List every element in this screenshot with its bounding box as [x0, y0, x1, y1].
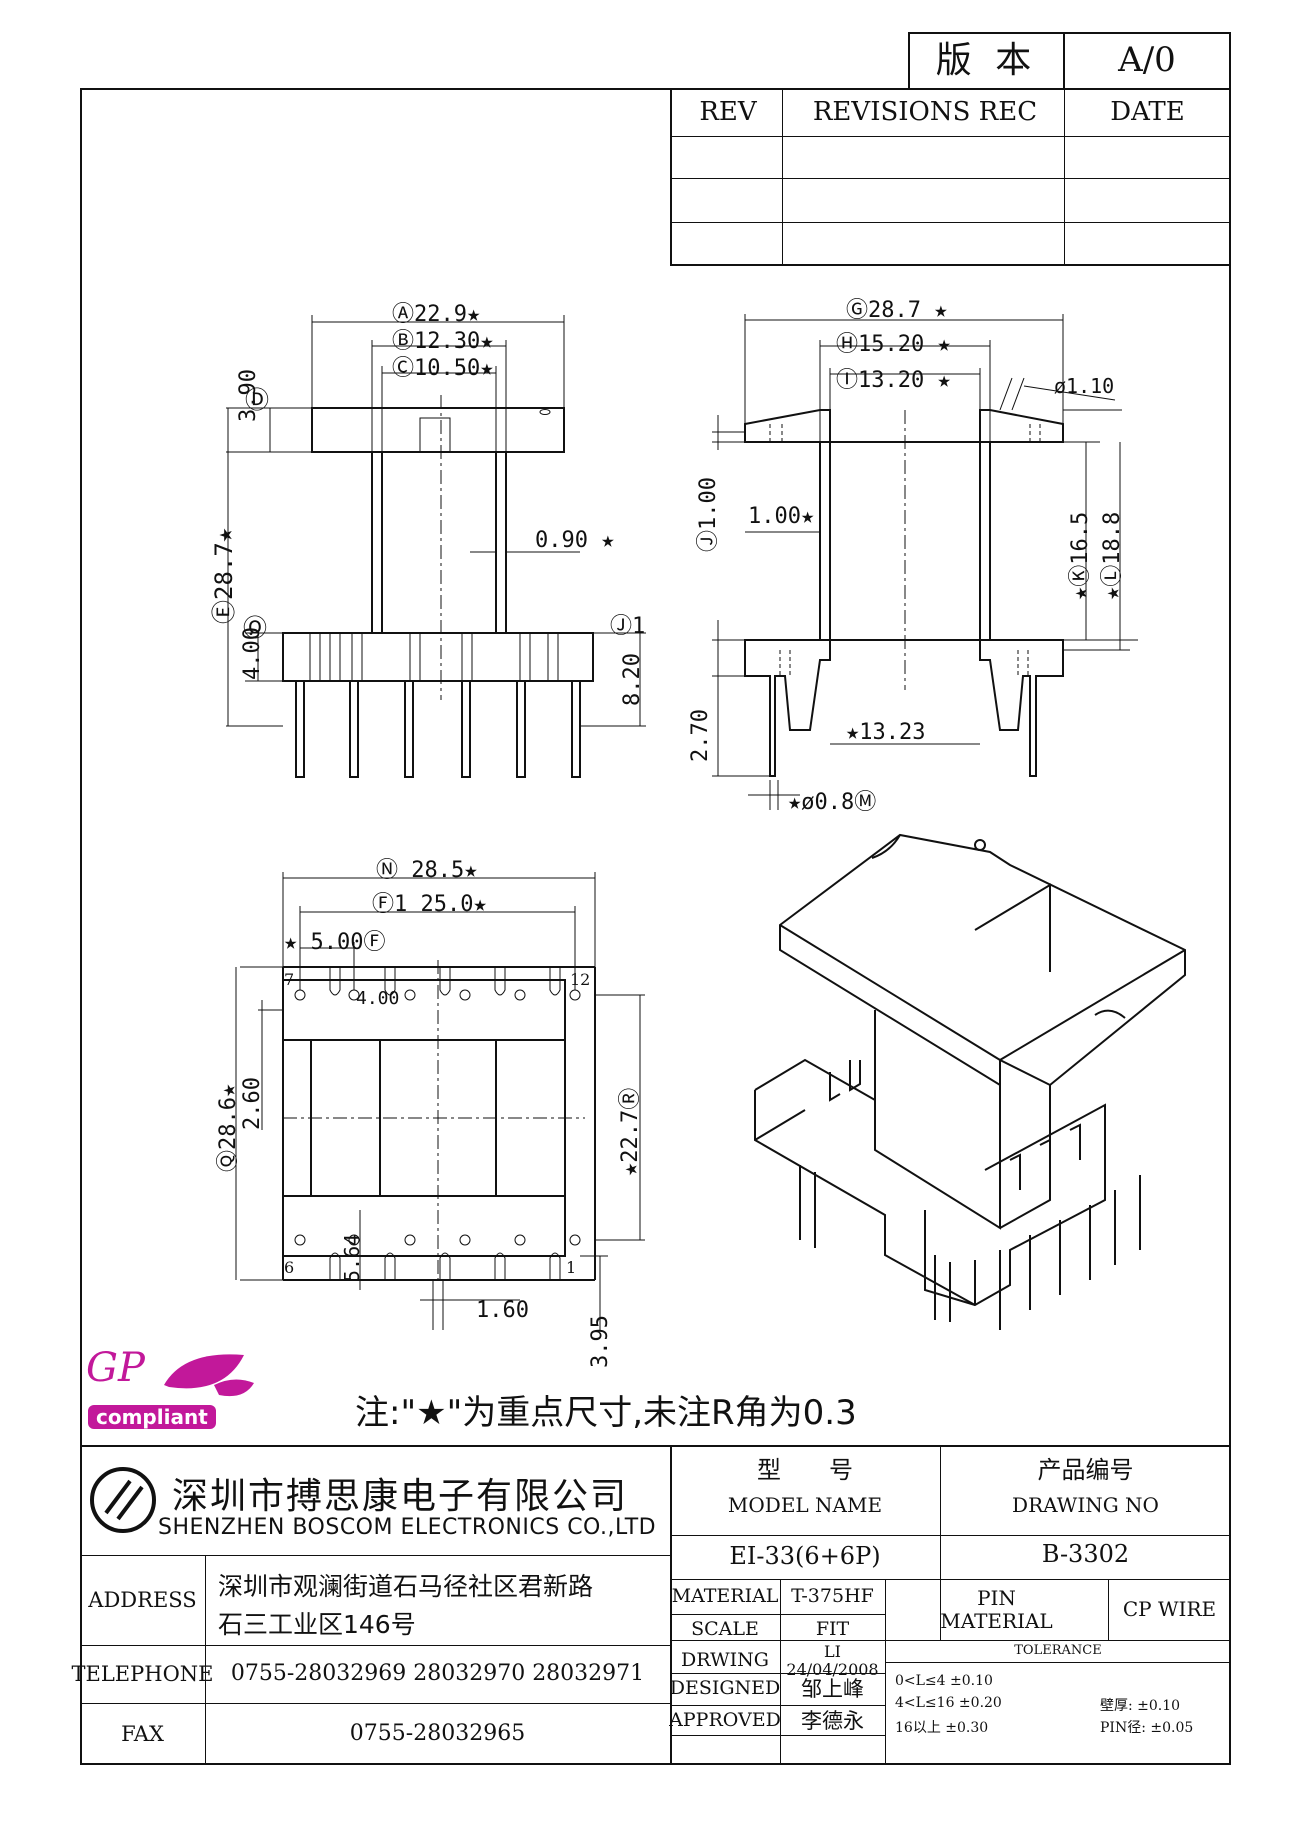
compliant-text: compliant — [88, 1405, 216, 1429]
drawing-label-en: DRAWING NO — [1012, 1492, 1159, 1517]
gp-text: GP — [86, 1345, 145, 1391]
dim-j1: 8.20 — [620, 653, 645, 706]
dim-b: Ⓑ12.30★ — [392, 329, 494, 354]
dim-564: 5.64 — [340, 1233, 364, 1282]
base-flange — [282, 632, 594, 682]
dim-260: 2.60 — [240, 1077, 265, 1130]
tol-line-3: 16以上 ±0.30 — [895, 1720, 989, 1736]
address-line2: 石三工业区146号 — [218, 1610, 416, 1639]
dim-f1: Ⓕ1 25.0★ — [372, 892, 487, 917]
model-label-en: MODEL NAME — [727, 1492, 883, 1517]
material-label: MATERIAL — [671, 1584, 779, 1607]
dim-k: ★Ⓚ16.5 — [1068, 511, 1093, 600]
approved-label: APPROVED — [669, 1709, 781, 1732]
dim-c: Ⓒ10.50★ — [392, 356, 494, 381]
title-block: 深圳市搏思康电子有限公司 SHENZHEN BOSCOM ELECTRONICS… — [71, 1445, 1231, 1765]
pin-6-label: 6 — [284, 1258, 295, 1277]
drawing-frame — [80, 88, 1231, 1765]
fax-value: 0755-28032965 — [349, 1721, 526, 1747]
company-name-en: SHENZHEN BOSCOM ELECTRONICS CO.,LTD — [158, 1515, 657, 1540]
pin-material-value: CP WIRE — [1122, 1597, 1217, 1621]
pin-12-label: 12 — [570, 970, 591, 989]
dim-g: Ⓖ28.7 ★ — [846, 298, 948, 323]
tol-line-1: 0<L≤4 ±0.10 — [895, 1673, 993, 1689]
dim-o: 4.00 — [240, 627, 265, 680]
dim-395: 3.95 — [588, 1315, 613, 1368]
tol-wall: 壁厚: ±0.10 — [1100, 1698, 1181, 1714]
dim-d: 3.90 — [236, 369, 261, 422]
designed-label: DESIGNED — [669, 1677, 781, 1700]
dim-pin: ★ø0.8Ⓜ — [788, 790, 877, 815]
address-label: ADDRESS — [88, 1587, 197, 1612]
isometric-view — [754, 833, 1186, 1330]
pin-7-label: 7 — [284, 970, 295, 989]
rev-rec-header: REVISIONS REC — [812, 97, 1038, 128]
dim-a: Ⓐ22.9★ — [392, 302, 481, 327]
version-value: A/0 — [1118, 40, 1176, 81]
dim-inner: ★13.23 — [846, 720, 926, 745]
drawing-note: 注:"★"为重点尺寸,未注R角为0.3 — [355, 1393, 857, 1433]
drawing-value: B-3302 — [1041, 1540, 1130, 1569]
top-flange — [311, 407, 565, 453]
label-j1: Ⓙ1 — [610, 614, 646, 639]
telephone-label: TELEPHONE — [71, 1661, 214, 1686]
material-value: T-375HF — [791, 1584, 874, 1607]
telephone-value: 0755-28032969 28032970 28032971 — [230, 1661, 645, 1687]
scale-label: SCALE — [691, 1618, 759, 1641]
dim-l: ★Ⓛ18.8 — [1100, 511, 1125, 600]
revisions-table: REV REVISIONS REC DATE — [670, 88, 1231, 266]
label-d: Ⓓ — [245, 386, 269, 414]
approved-value: 李德永 — [801, 1708, 864, 1733]
leaf-icon — [164, 1354, 254, 1397]
drwing-value: LI 24/04/2008 — [786, 1641, 879, 1679]
dim-h: Ⓗ15.20 ★ — [836, 332, 951, 357]
dim-q: Ⓠ28.6★ — [216, 1083, 241, 1172]
model-label-cn: 型 号 — [757, 1456, 853, 1485]
dim-phi: ø1.10 — [1054, 374, 1115, 398]
fax-label: FAX — [121, 1721, 164, 1746]
address-line1: 深圳市观澜街道石马径社区君新路 — [218, 1572, 594, 1601]
dim-wall: 0.90 ★ — [535, 528, 615, 553]
dim-n: Ⓝ 28.5★ — [376, 858, 478, 883]
tol-pin: PIN径: ±0.05 — [1100, 1720, 1194, 1736]
dim-pitch: 4.00 — [356, 988, 400, 1009]
version-label: 版 本 — [910, 34, 1065, 88]
drwing-label: DRWING — [681, 1649, 769, 1672]
company-name-cn: 深圳市搏思康电子有限公司 — [172, 1476, 629, 1517]
designed-value: 邹上峰 — [801, 1676, 864, 1701]
pin-1-label: 1 — [566, 1258, 577, 1277]
dim-flange: 1.00★ — [748, 504, 815, 529]
dim-base: 2.70 — [688, 709, 713, 762]
gp-compliant-logo: GP compliant — [84, 1345, 264, 1437]
scale-value: FIT — [815, 1618, 850, 1641]
dim-r: ★22.7Ⓡ — [618, 1087, 643, 1176]
dim-j: Ⓙ1.00 — [696, 477, 721, 552]
dim-f: ★ 5.00Ⓕ — [284, 930, 386, 955]
pin-material-label: PIN MATERIAL — [940, 1585, 1053, 1633]
model-value: EI-33(6+6P) — [729, 1542, 881, 1571]
dim-160: 1.60 — [476, 1298, 529, 1323]
date-header: DATE — [1110, 97, 1185, 128]
dim-e: Ⓔ28.7★ — [210, 527, 238, 624]
company-logo-icon — [90, 1467, 156, 1533]
dim-i: Ⓘ13.20 ★ — [836, 368, 951, 393]
label-o: Ⓞ — [243, 614, 267, 642]
drawing-label-cn: 产品编号 — [1037, 1456, 1134, 1485]
rev-header: REV — [699, 97, 757, 128]
tolerance-label: TOLERANCE — [1014, 1642, 1102, 1658]
tol-line-2: 4<L≤16 ±0.20 — [895, 1695, 1002, 1711]
